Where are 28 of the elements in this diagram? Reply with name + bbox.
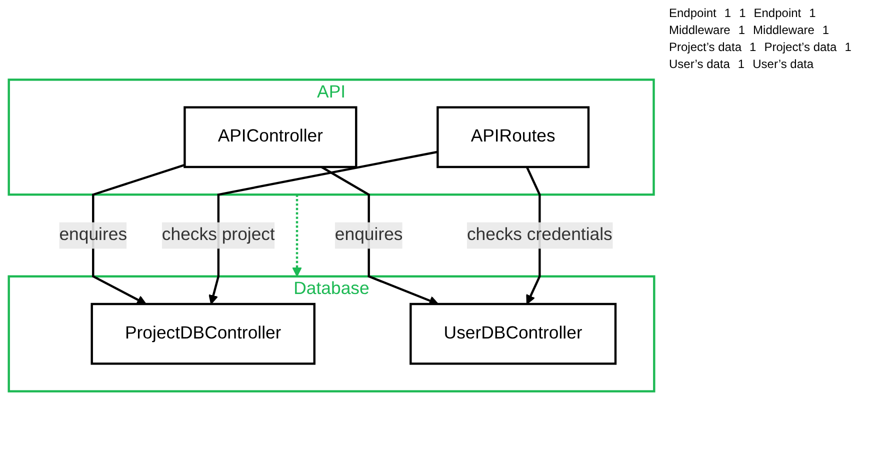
role-label: Endpoint xyxy=(754,6,802,20)
edge-label: checks credentials xyxy=(466,226,612,244)
arrow xyxy=(292,194,302,277)
role-label: 1 xyxy=(809,6,816,20)
role-label: Middleware xyxy=(669,23,730,37)
node-box: ProjectDBController xyxy=(90,302,316,365)
arrow xyxy=(208,150,438,304)
role-label: User’s data xyxy=(669,57,730,71)
role-label: 1 xyxy=(724,6,732,20)
role-label: 1 xyxy=(750,40,756,54)
role-label: 1 xyxy=(844,40,852,54)
node-box: APIController xyxy=(184,106,358,168)
role-label: 1 xyxy=(738,57,745,71)
arrow xyxy=(320,166,439,306)
role-label: 1 xyxy=(738,23,746,37)
edge-label: enquires xyxy=(334,226,403,244)
arrow xyxy=(92,164,186,304)
role-label: Endpoint xyxy=(669,6,716,20)
edge-label: checks project xyxy=(162,226,275,244)
role-label: Project’s data xyxy=(764,40,837,54)
role-label: 1 xyxy=(739,6,746,20)
edge-label: enquires xyxy=(59,226,128,244)
node-box: APIRoutes xyxy=(436,106,590,168)
role-label: Project’s data xyxy=(669,40,742,54)
role-label: User’s data xyxy=(752,57,814,71)
node-box: UserDBController xyxy=(410,302,617,365)
role-label: 1 xyxy=(822,23,830,37)
role-label: Middleware xyxy=(753,23,814,37)
